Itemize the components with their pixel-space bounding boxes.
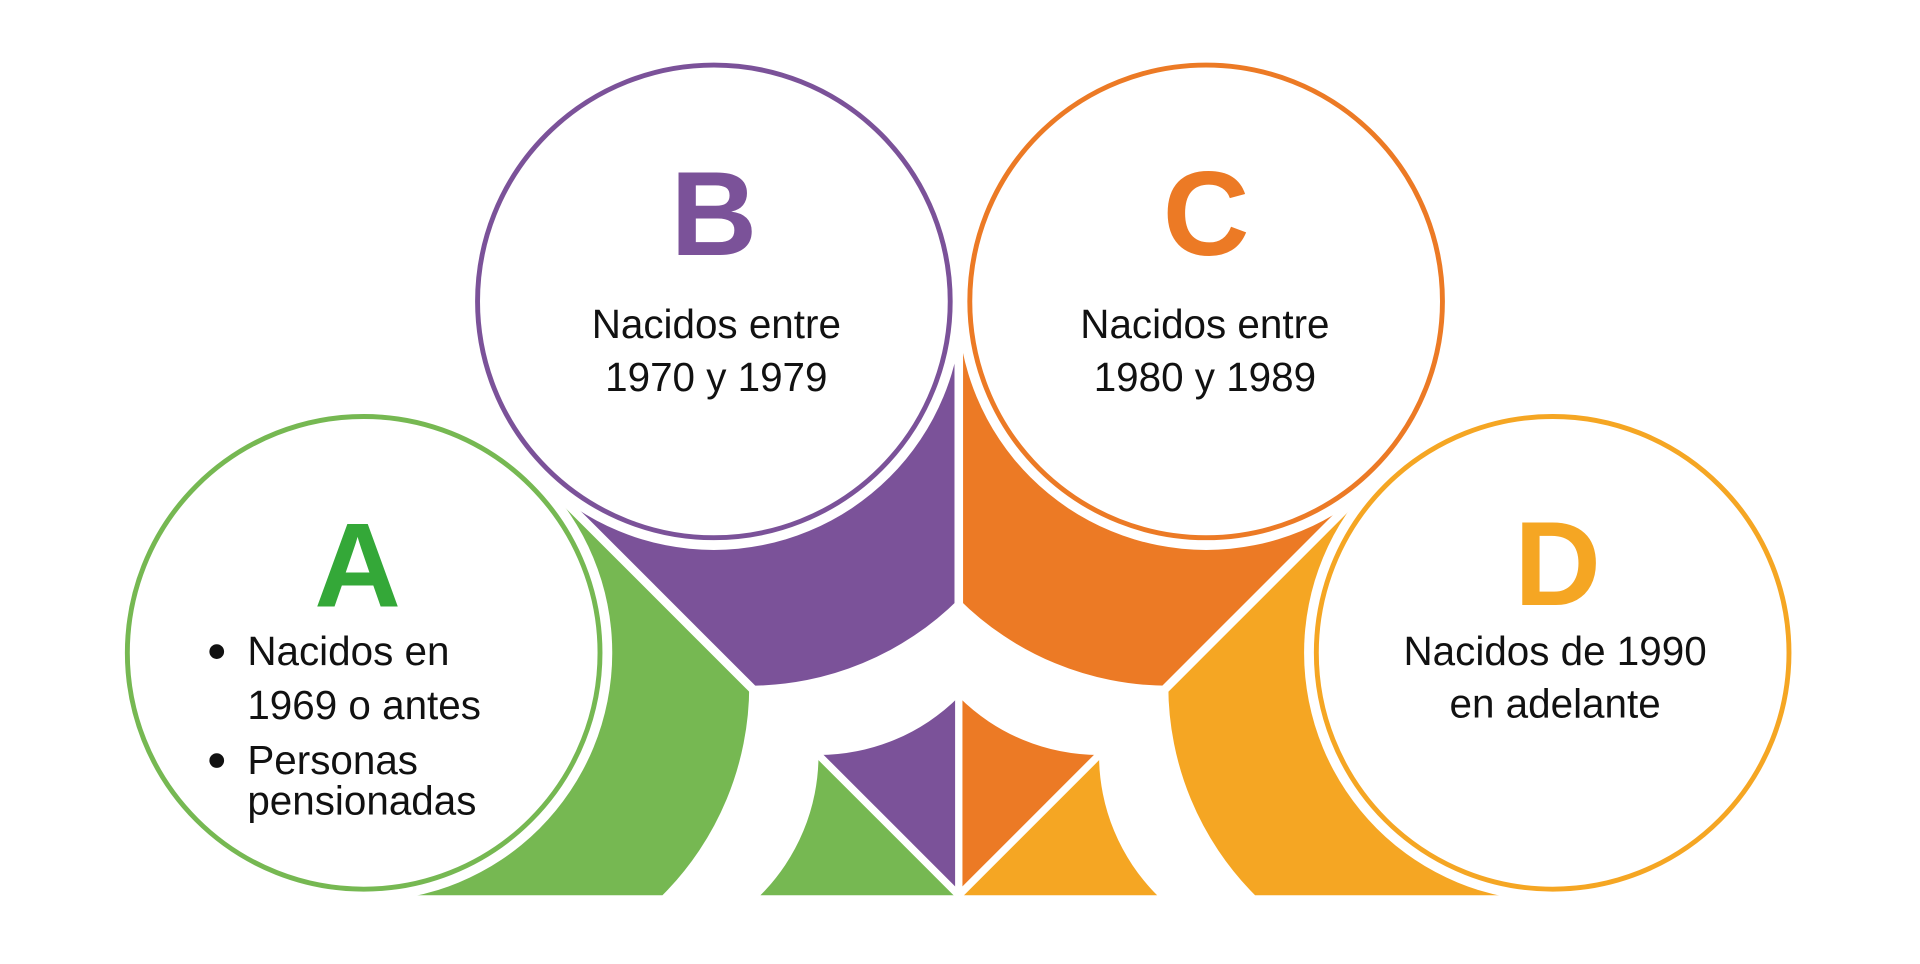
group-b-circle: B Nacidos entre 1970 y 1979 xyxy=(465,52,963,550)
inner-wedge-d xyxy=(958,754,1158,896)
group-c-line-1: Nacidos entre xyxy=(1080,301,1329,347)
group-c-letter: C xyxy=(1163,147,1250,281)
inner-wedge-a xyxy=(760,754,959,896)
group-a-bullet-2-line-1: Personas xyxy=(247,737,418,783)
group-a-bullet-2-line-2: pensionadas xyxy=(247,777,476,823)
group-d-letter: D xyxy=(1514,497,1601,631)
inner-fan xyxy=(760,672,1158,898)
bullet-icon xyxy=(209,644,225,659)
group-c-circle: C Nacidos entre 1980 y 1989 xyxy=(957,52,1455,550)
group-a-bullet-1-line-1: Nacidos en xyxy=(247,628,449,674)
divider xyxy=(798,735,962,898)
inner-wedge-c xyxy=(958,696,1100,896)
group-a-circle: A Nacidos en 1969 o antes Personas pensi… xyxy=(115,404,613,902)
group-d-circle: D Nacidos de 1990 en adelante xyxy=(1304,404,1802,902)
group-b-line-2: 1970 y 1979 xyxy=(605,354,827,400)
bullet-icon xyxy=(209,753,225,768)
divider xyxy=(956,735,1119,898)
group-a-letter: A xyxy=(314,498,401,632)
group-d-line-1: Nacidos de 1990 xyxy=(1404,628,1707,674)
group-d-line-2: en adelante xyxy=(1450,681,1661,727)
group-c-line-2: 1980 y 1989 xyxy=(1094,354,1316,400)
group-b-letter: B xyxy=(671,147,758,281)
inner-wedge-b xyxy=(818,696,959,896)
group-b-line-1: Nacidos entre xyxy=(592,301,841,347)
group-a-bullet-1-line-2: 1969 o antes xyxy=(247,682,481,728)
